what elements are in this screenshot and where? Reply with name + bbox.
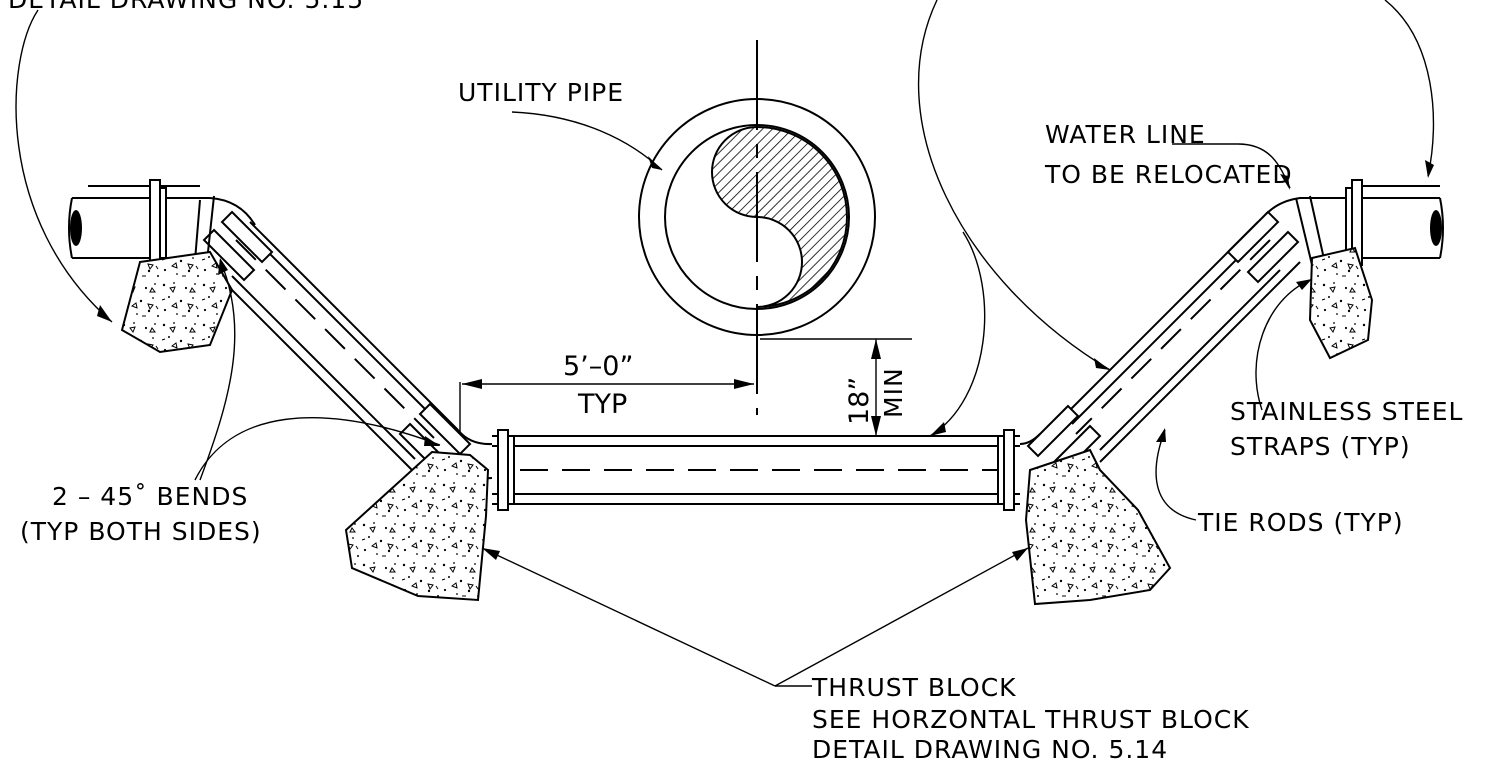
thrust-block-left-upper — [120, 250, 234, 354]
dimension-lines — [459, 338, 912, 440]
label-straps-typ: STRAPS (TYP) — [1230, 432, 1411, 461]
center-pipe — [492, 429, 1020, 511]
right-pipe-assembly — [1019, 179, 1444, 478]
label-detail-drawing-partial: DETAIL DRAWING NO. 5.15 — [8, 0, 364, 14]
label-tie-rods: TIE RODS (TYP) — [1197, 508, 1404, 537]
thrust-block-left-lower — [344, 450, 490, 602]
utility-pipe-section — [638, 40, 876, 415]
thrust-blocks — [120, 246, 1374, 606]
thrust-block-right-upper — [1308, 246, 1374, 360]
dim-horizontal-value: 5’–0” — [563, 351, 633, 382]
leader-lines — [15, 0, 1435, 687]
dim-horizontal-note: TYP — [577, 389, 627, 420]
label-to-be-relocated: TO BE RELOCATED — [1044, 160, 1293, 189]
label-see-horizontal-thrust-block: SEE HORZONTAL THRUST BLOCK — [812, 705, 1250, 734]
label-thrust-block: THRUST BLOCK — [811, 673, 1017, 702]
dim-vertical-value: 18” — [844, 377, 875, 425]
label-utility-pipe: UTILITY PIPE — [458, 78, 624, 107]
thrust-block-right-lower — [1024, 448, 1172, 606]
label-typ-both-sides: (TYP BOTH SIDES) — [20, 517, 262, 546]
dim-vertical-note: MIN — [879, 367, 908, 418]
label-detail-drawing-514: DETAIL DRAWING NO. 5.14 — [812, 735, 1168, 762]
label-45-bends: 2 – 45˚ BENDS — [52, 482, 248, 511]
label-stainless-steel: STAINLESS STEEL — [1230, 397, 1463, 426]
